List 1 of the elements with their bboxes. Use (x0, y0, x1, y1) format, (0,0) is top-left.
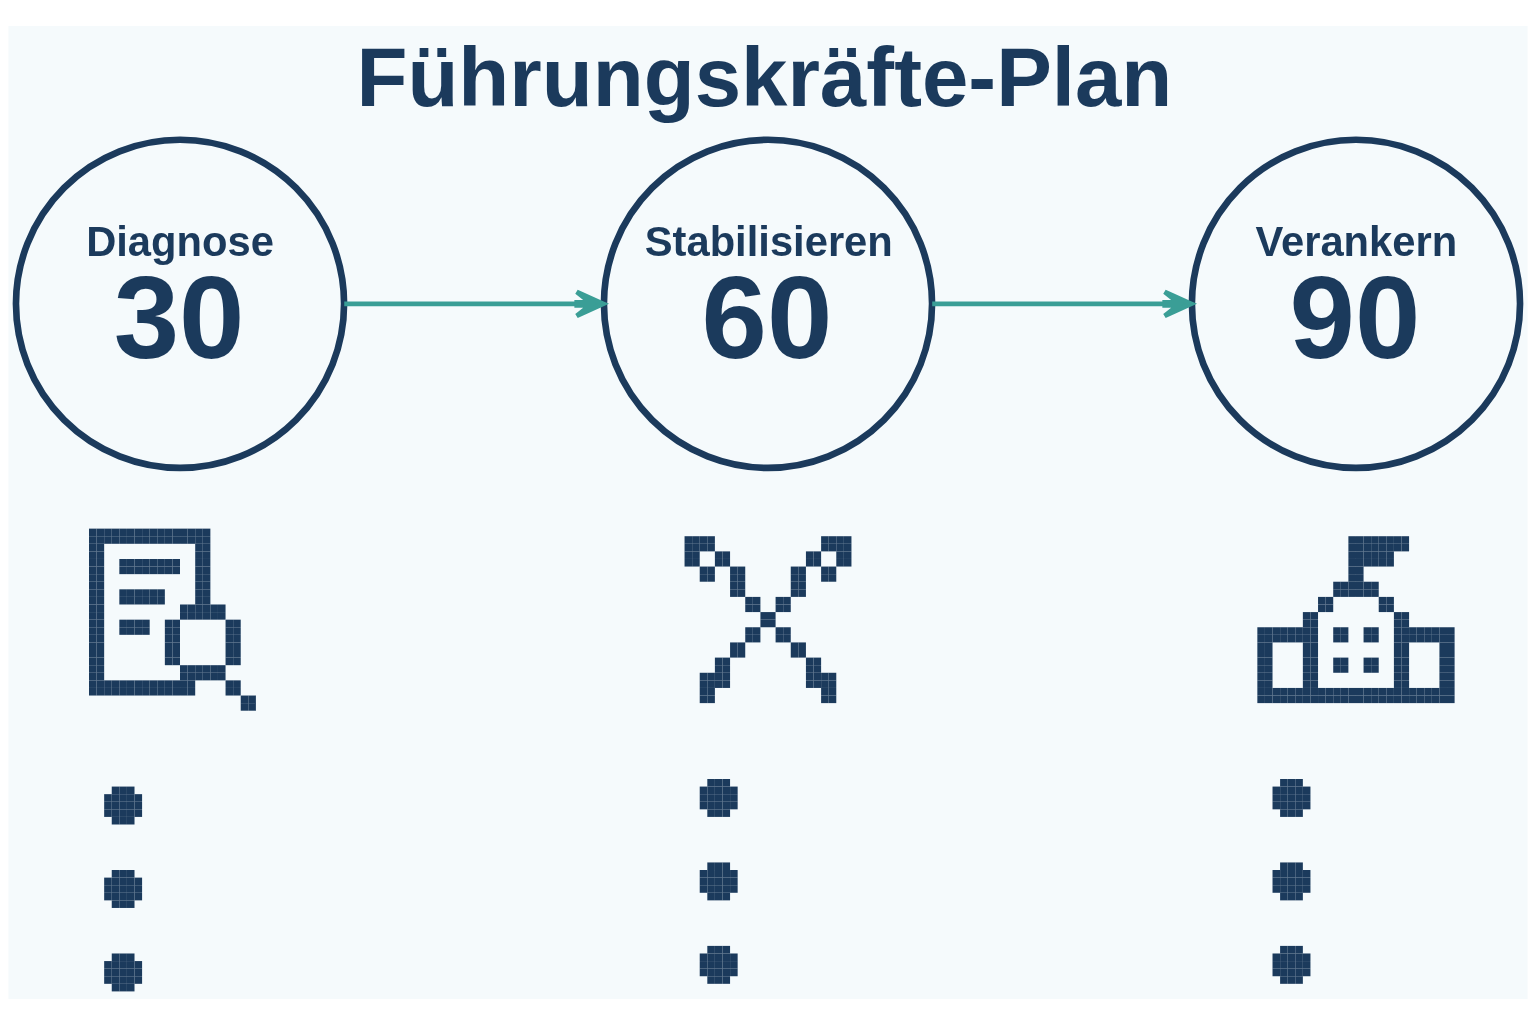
diagram-title: Führungskräfte-Plan (356, 29, 1173, 124)
